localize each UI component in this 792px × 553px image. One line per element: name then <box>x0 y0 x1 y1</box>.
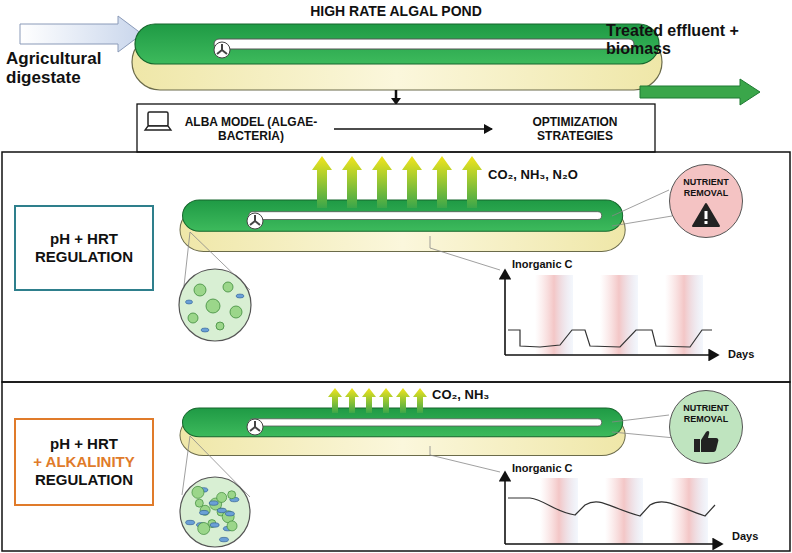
axis-label: Days <box>728 348 778 360</box>
nutrient-warning-circle: NUTRIENT REMOVAL <box>669 164 743 238</box>
node-text: REGULATION <box>35 471 133 489</box>
input-label: Agricultural digestate <box>6 50 126 87</box>
model-label: ALBA MODEL (ALGAE-BACTERIA) <box>176 110 326 148</box>
nutrient-good-circle: NUTRIENT REMOVAL <box>669 390 743 464</box>
strategy-label: OPTIMIZATION STRATEGIES <box>500 110 650 148</box>
node-text: ALBA MODEL (ALGAE-BACTERIA) <box>176 115 326 144</box>
strategy-box: pH + HRT REGULATION <box>14 205 154 291</box>
strategy-box: pH + HRT+ ALKALINITYREGULATION <box>14 418 154 506</box>
warning-icon <box>691 202 721 228</box>
node-text: NUTRIENT REMOVAL <box>670 177 742 199</box>
output-label: Treated effluent + biomass <box>606 22 788 57</box>
node-text: OPTIMIZATION STRATEGIES <box>500 115 650 144</box>
node-text: pH + HRT REGULATION <box>22 230 146 266</box>
axis-label: Days <box>732 530 782 542</box>
thumbs-up-icon <box>691 428 721 454</box>
diagram-title: HIGH RATE ALGAL POND <box>246 4 546 19</box>
emission-label: CO₂, NH₃, N₂O <box>488 168 608 182</box>
node-text: pH + HRT <box>50 435 118 453</box>
axis-label: Inorganic C <box>512 462 612 474</box>
flow-arrow <box>334 128 492 130</box>
axis-label: Inorganic C <box>512 258 612 270</box>
node-text: + ALKALINITY <box>33 453 135 471</box>
emission-label: CO₂, NH₃ <box>432 388 532 402</box>
node-text: NUTRIENT REMOVAL <box>670 403 742 425</box>
